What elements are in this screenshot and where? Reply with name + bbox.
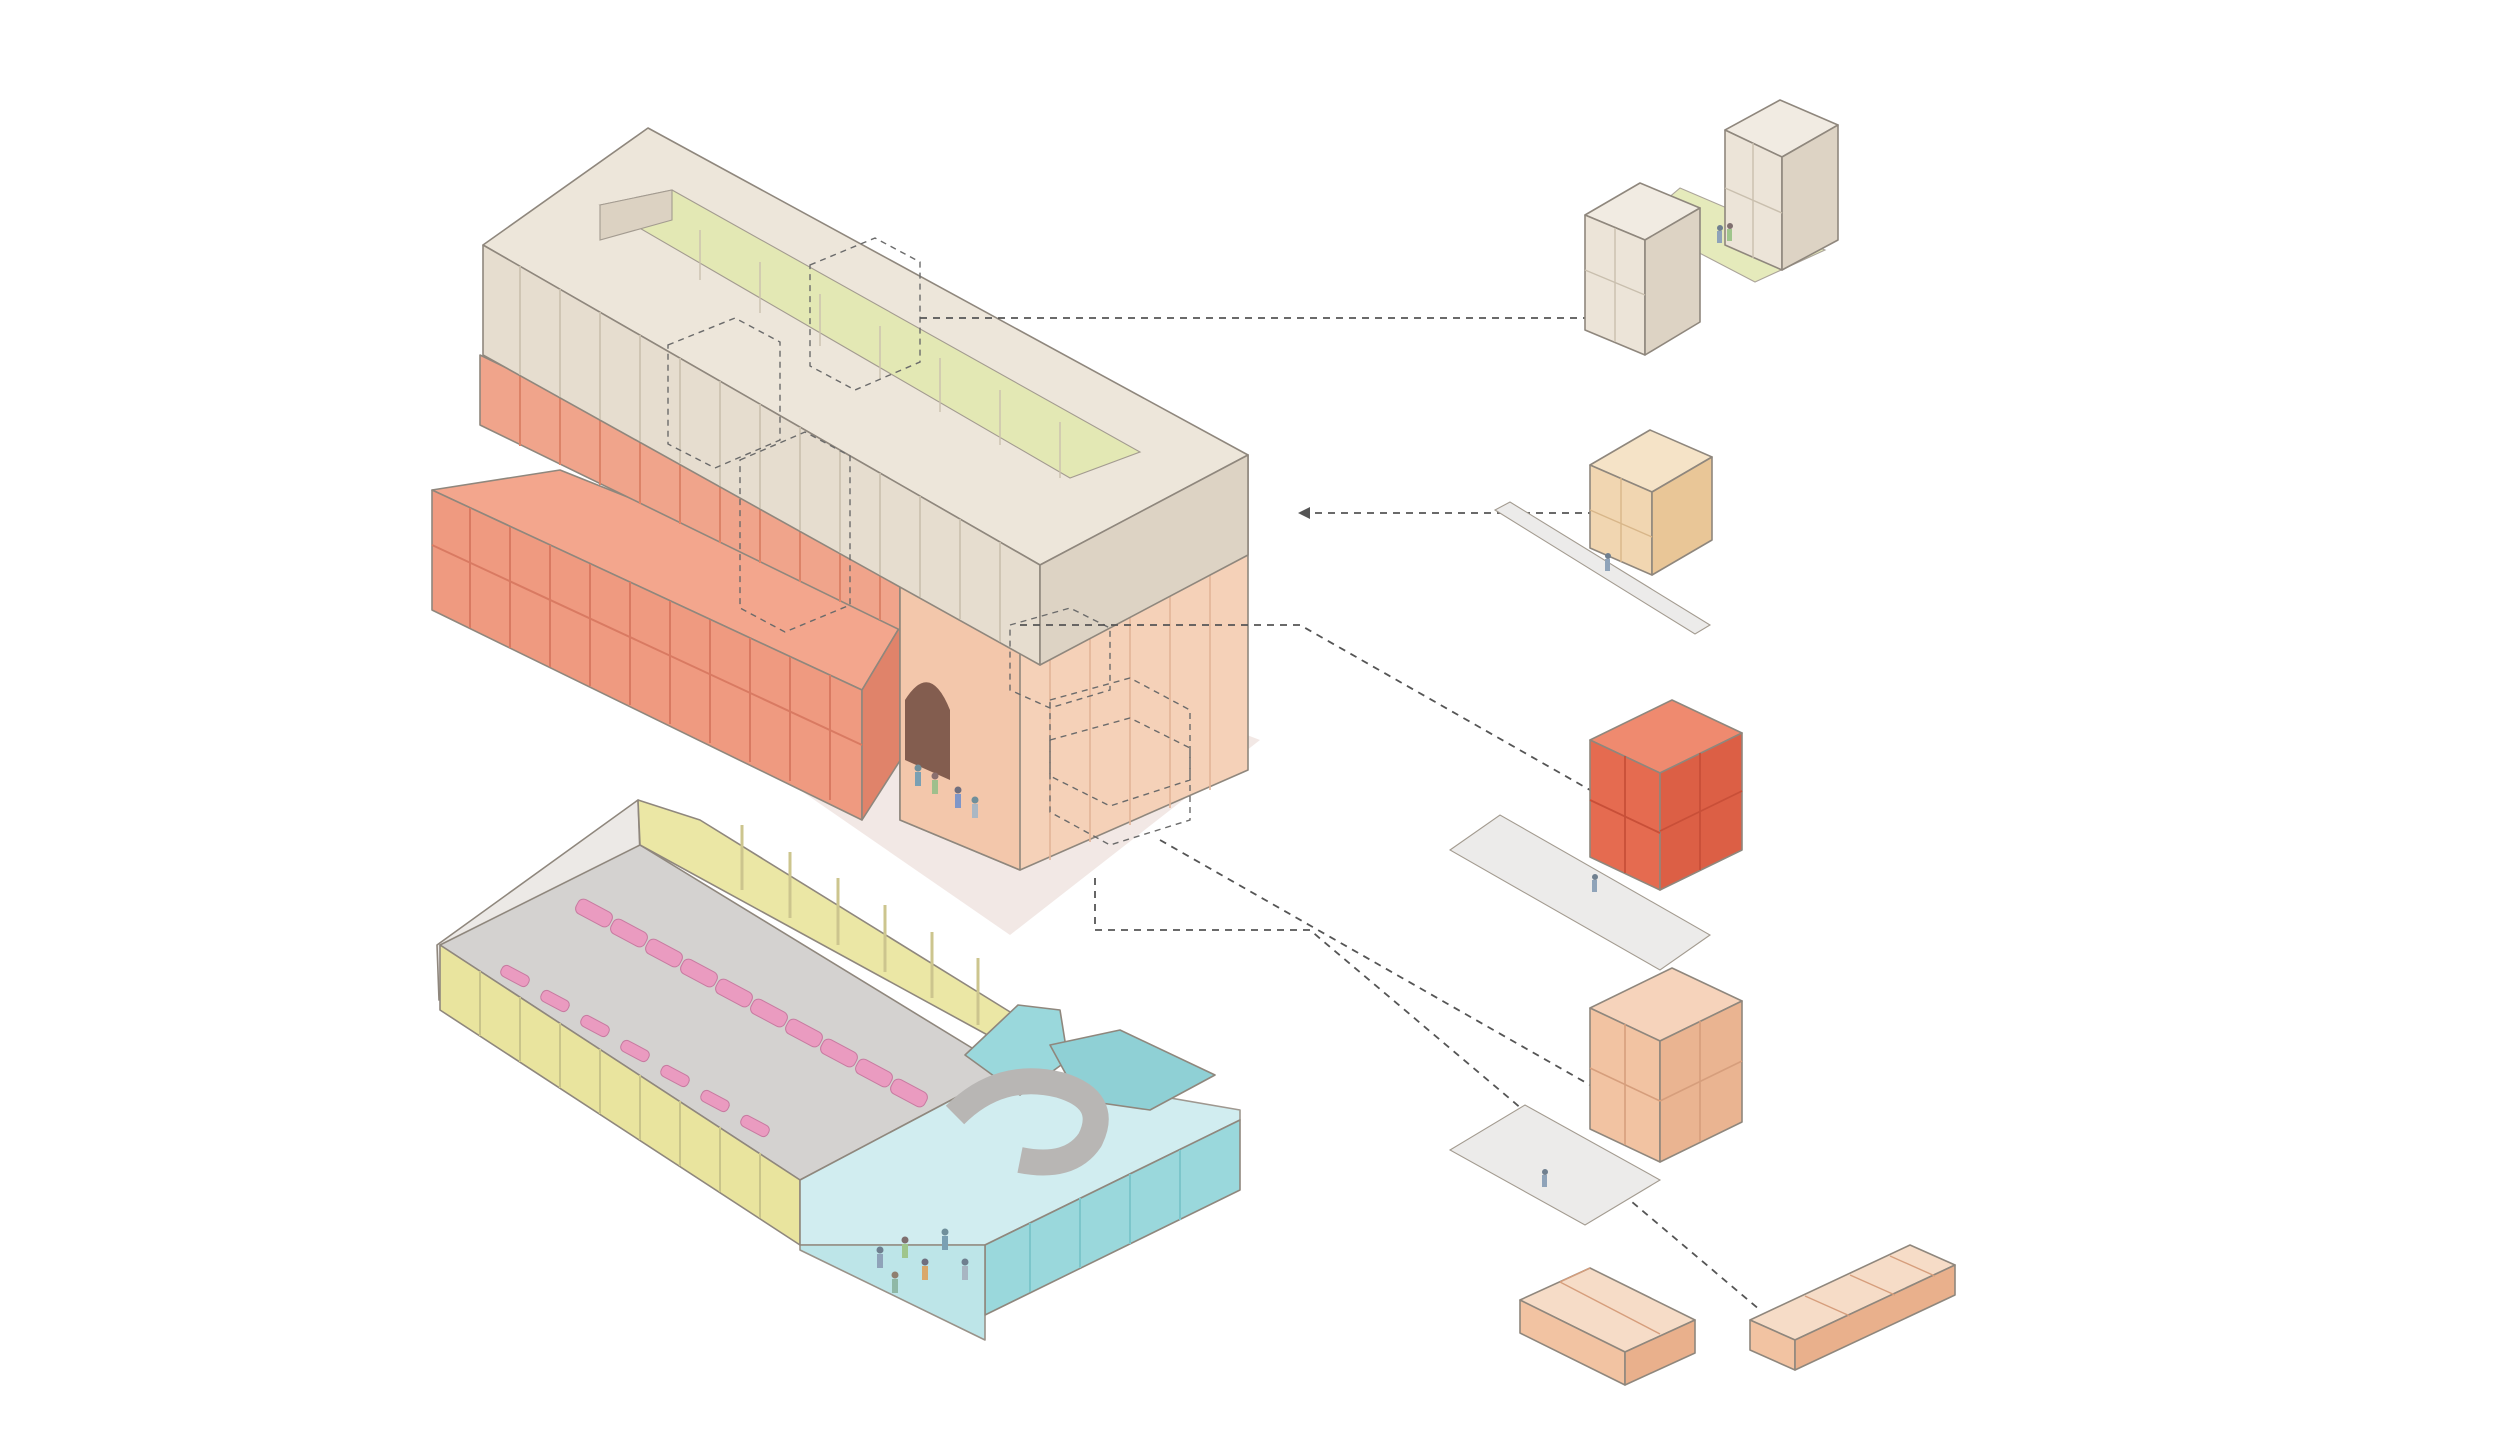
ramp-people: [876, 1228, 969, 1293]
module-red-frame: [1448, 699, 1743, 971]
module-studio-walkway: [1493, 429, 1713, 635]
leader-arrowhead: [1298, 507, 1310, 519]
module-twin-housing: [1584, 99, 1839, 356]
main-building: [431, 127, 1260, 935]
ghost-unit-outlines: [667, 237, 1191, 846]
arched-gateway: [905, 682, 950, 780]
gate-people: [914, 764, 979, 818]
spiral-ramp: [945, 1068, 1109, 1176]
module-low-boxes: [1519, 1244, 1956, 1386]
upper-residential-floors: [482, 127, 1249, 666]
lower-salmon-wing: [431, 469, 911, 821]
parking-podium: [436, 799, 1241, 1341]
parked-cars: [500, 898, 928, 1138]
module-peach-frame: [1448, 967, 1743, 1226]
